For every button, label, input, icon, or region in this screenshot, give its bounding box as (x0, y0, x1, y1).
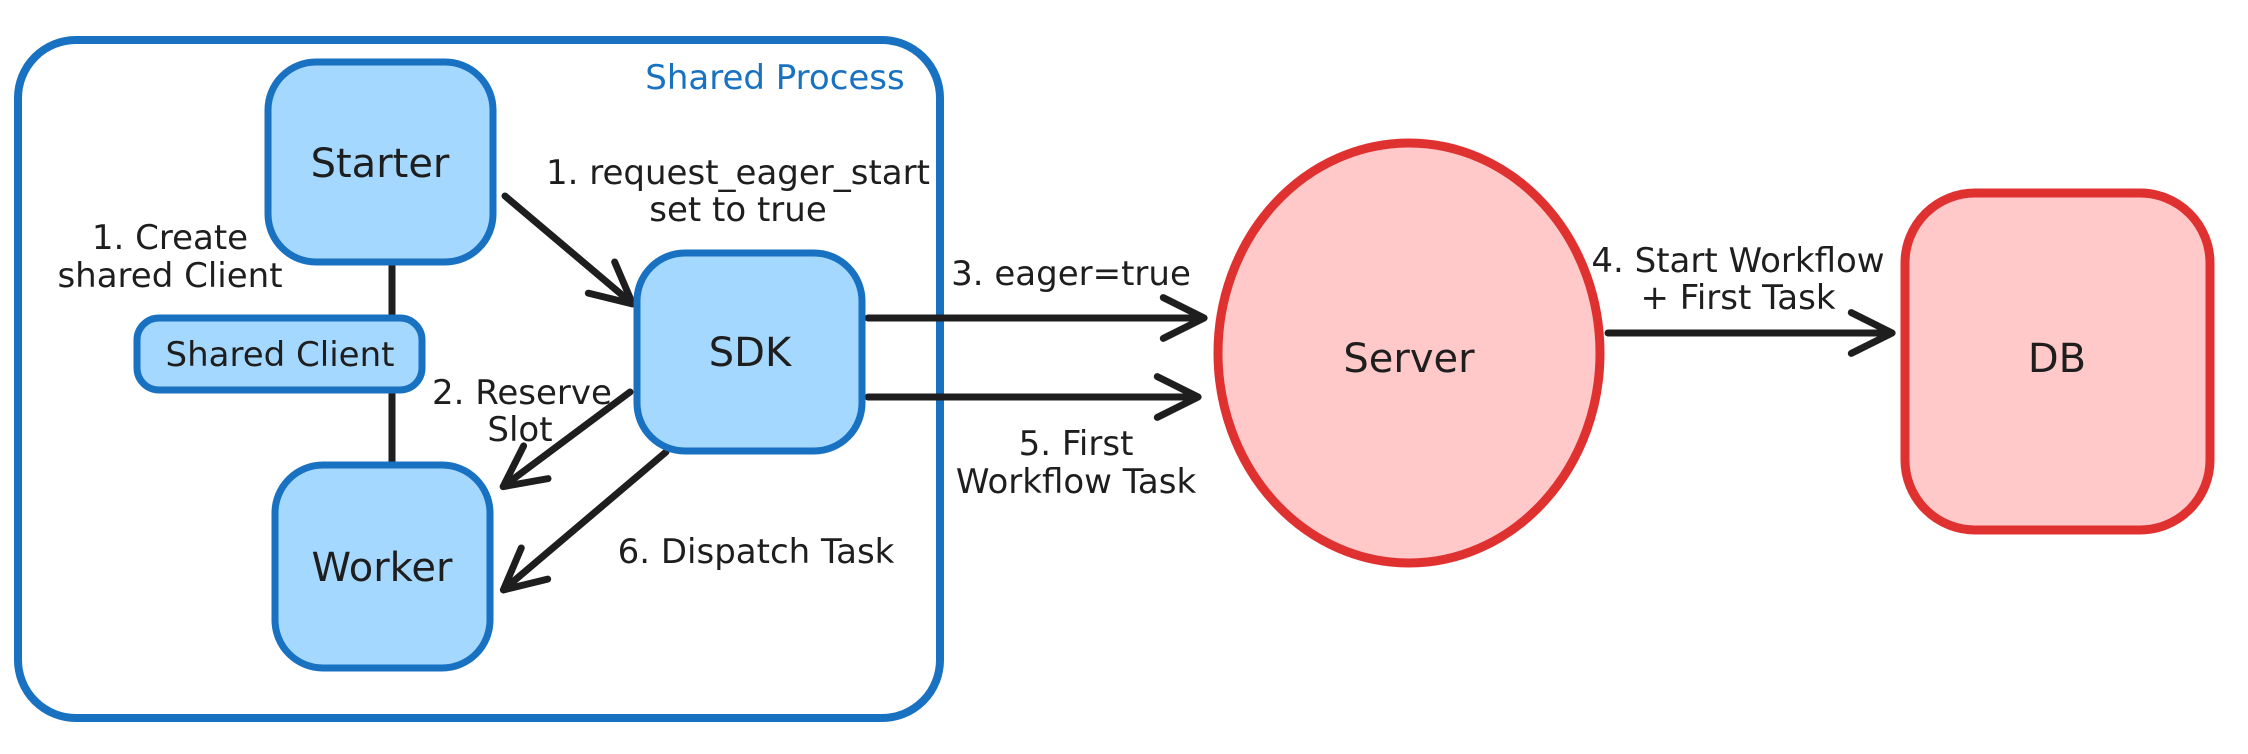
annotation-eager-start-line2: set to true (649, 190, 827, 230)
sdk-label: SDK (709, 330, 793, 376)
annotation-create-shared-client: 1. Create shared Client (57, 218, 282, 296)
node-shared-client: Shared Client (133, 314, 426, 394)
node-sdk: SDK (633, 249, 866, 455)
shared-client-label: Shared Client (166, 335, 395, 375)
worker-label: Worker (312, 545, 453, 591)
annotation-create-line2: shared Client (57, 256, 282, 296)
db-box (1900, 188, 2215, 535)
annotation-request-eager-start: 1. request_eager_start set to true (546, 153, 930, 230)
db-label: DB (2028, 336, 2086, 382)
annotation-create-line1: 1. Create (92, 218, 248, 258)
sdk-box (633, 249, 866, 455)
server-circle (1213, 138, 1605, 568)
annotation-reserve-line1: 2. Reserve (432, 373, 612, 413)
arrow-sdk-to-worker-reserve (499, 388, 634, 491)
node-starter: Starter (264, 58, 497, 266)
annotation-start-workflow: 4. Start Workflow + First Task (1591, 241, 1884, 318)
starter-box (264, 58, 497, 266)
worker-box (271, 461, 494, 672)
shared-process-container: Shared Process (14, 36, 944, 722)
node-server: Server (1213, 138, 1605, 568)
shared-process-border (14, 36, 944, 722)
annotation-start-workflow-line1: 4. Start Workflow (1591, 241, 1884, 281)
shared-process-title: Shared Process (645, 58, 904, 98)
annotation-reserve-slot: 2. Reserve Slot (432, 373, 612, 450)
annotation-first-line2: Workflow Task (956, 462, 1197, 502)
annotation-dispatch-task: 6. Dispatch Task (618, 532, 895, 572)
annotation-reserve-line2: Slot (487, 410, 552, 450)
annotation-eager-start-line1: 1. request_eager_start (546, 153, 930, 193)
annotation-eager-true: 3. eager=true (951, 254, 1191, 294)
annotation-first-line1: 5. First (1019, 424, 1134, 464)
arrow-sdk-to-worker-dispatch (499, 448, 670, 594)
shared-client-box (133, 314, 426, 394)
starter-label: Starter (311, 141, 450, 187)
node-worker: Worker (271, 461, 494, 672)
annotation-first-workflow-task: 5. First Workflow Task (956, 424, 1197, 502)
node-db: DB (1900, 188, 2215, 535)
arrow-starter-to-sdk (501, 192, 637, 308)
annotation-start-workflow-line2: + First Task (1640, 278, 1835, 318)
server-label: Server (1343, 336, 1475, 382)
